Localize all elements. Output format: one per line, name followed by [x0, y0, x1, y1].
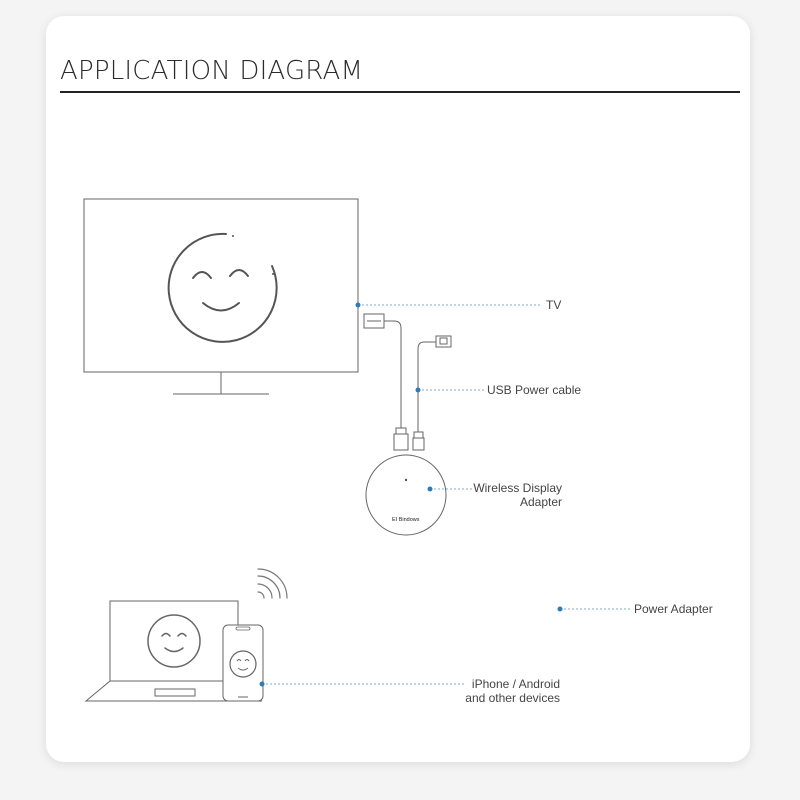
laptop-smiley-icon	[147, 614, 201, 668]
wifi-signal-icon	[257, 568, 288, 599]
device-brand-label: EI Bindows	[392, 517, 420, 523]
adapter-label: Wireless Display Adapter	[472, 481, 562, 509]
diagram-card	[46, 16, 750, 762]
usb-cable-label: USB Power cable	[487, 383, 582, 397]
adapter-label-line1: Wireless Display	[473, 481, 562, 495]
tv-icon	[83, 198, 359, 395]
devices-label-line2: and other devices	[465, 691, 560, 705]
usb-cable-leader	[415, 387, 484, 393]
title-underline	[60, 91, 740, 93]
tv-leader	[355, 302, 542, 308]
adapter-leader	[427, 486, 472, 492]
devices-label: iPhone / Android and other devices	[450, 677, 560, 705]
power-adapter-leader	[557, 606, 630, 612]
phone-icon	[222, 624, 264, 702]
devices-leader	[259, 681, 466, 687]
power-adapter-label: Power Adapter	[634, 602, 713, 616]
devices-label-line1: iPhone / Android	[471, 677, 560, 691]
smiley-face-icon	[167, 232, 278, 343]
adapter-label-line2: Adapter	[519, 495, 562, 509]
page-title: APPLICATION DIAGRAM	[60, 56, 364, 86]
tv-label: TV	[546, 298, 562, 312]
hdmi-plug-icon	[363, 313, 409, 451]
adapter-puck-icon: EI Bindows	[365, 454, 447, 536]
usb-plug-icon	[412, 335, 452, 451]
